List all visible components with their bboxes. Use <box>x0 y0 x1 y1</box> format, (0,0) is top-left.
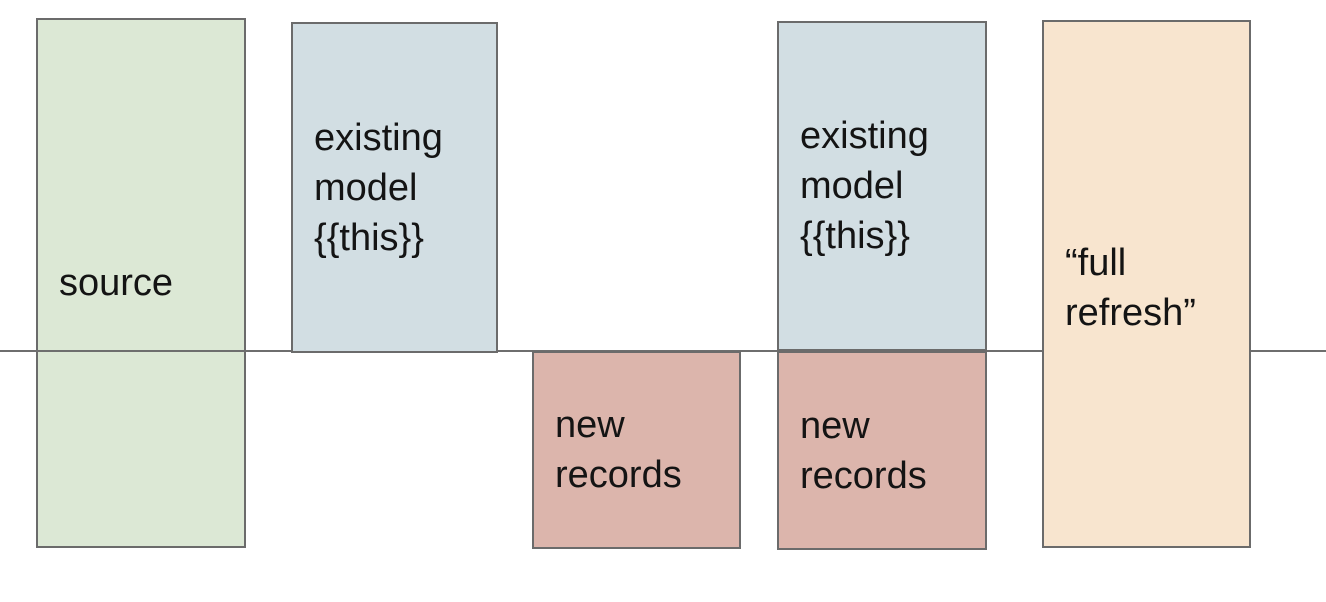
label-line: records <box>800 454 927 497</box>
existing-model-left-label: existing model {{this}} <box>314 113 443 263</box>
new-records-right-label: new records <box>800 401 927 501</box>
label-line: model <box>314 166 418 209</box>
new-records-left-box: new records <box>532 351 741 549</box>
label-line: refresh” <box>1065 292 1196 334</box>
existing-model-left-box: existing model {{this}} <box>291 22 498 353</box>
full-refresh-box: “full refresh” <box>1042 20 1251 548</box>
label-line: existing <box>314 116 443 159</box>
label-line: “full <box>1065 242 1127 284</box>
label-line: model <box>800 165 904 207</box>
source-box: source <box>36 18 246 548</box>
label-line: existing <box>800 115 929 157</box>
new-records-left-label: new records <box>555 400 682 500</box>
label-line: source <box>59 262 174 304</box>
label-line: new <box>800 404 870 447</box>
label-line: {{this}} <box>800 215 910 257</box>
source-box-label: source <box>59 258 173 308</box>
label-line: new <box>555 404 625 446</box>
full-refresh-label: “full refresh” <box>1065 230 1196 338</box>
label-line: {{this}} <box>314 216 424 259</box>
new-records-right-box: new records <box>777 351 987 550</box>
existing-model-right-box: existing model {{this}} <box>777 21 987 351</box>
label-line: records <box>555 454 682 496</box>
existing-model-right-label: existing model {{this}} <box>800 111 929 261</box>
